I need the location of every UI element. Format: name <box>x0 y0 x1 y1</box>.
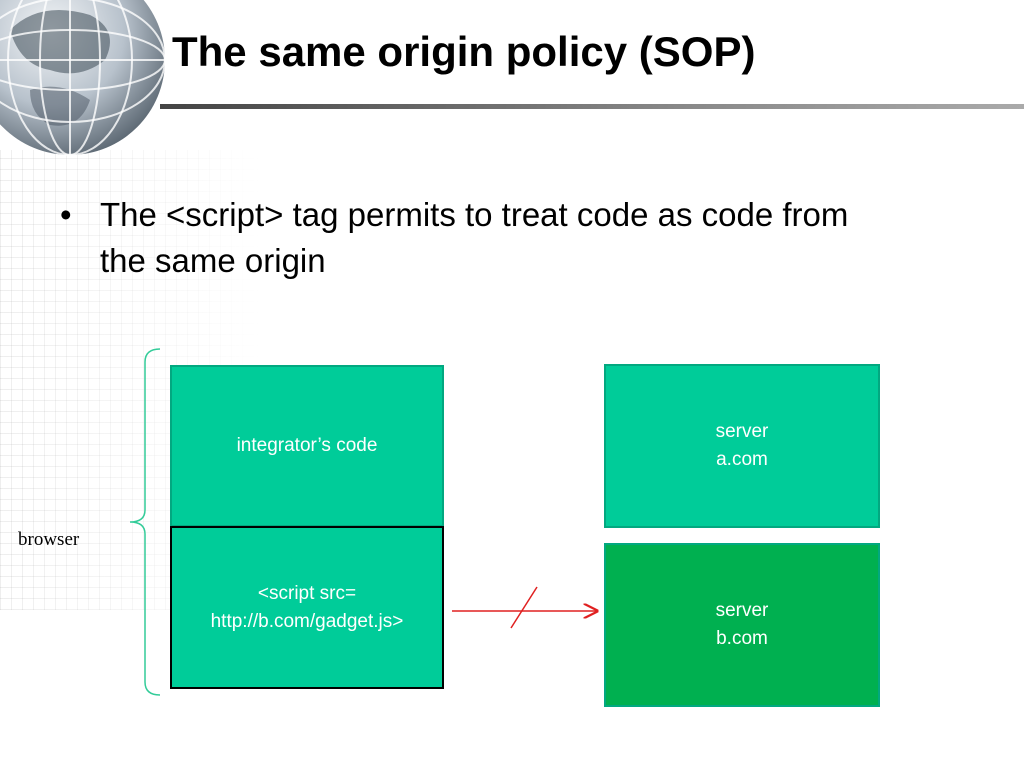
slide-title: The same origin policy (SOP) <box>172 28 756 75</box>
title-divider <box>160 104 1024 109</box>
bullet-marker: • <box>60 196 72 233</box>
browser-label: browser <box>18 529 80 550</box>
integrator-code-box: integrator’s code <box>170 365 444 527</box>
globe-logo-icon <box>0 0 166 156</box>
browser-brace <box>129 348 161 696</box>
bullet-point: • The <script> tag permits to treat code… <box>60 192 880 284</box>
server-a-box: server a.com <box>604 364 880 528</box>
blocked-slash <box>510 586 538 629</box>
server-b-box: server b.com <box>604 543 880 707</box>
script-tag-box: <script src= http://b.com/gadget.js> <box>170 526 444 689</box>
bullet-text: The <script> tag permits to treat code a… <box>100 196 849 279</box>
